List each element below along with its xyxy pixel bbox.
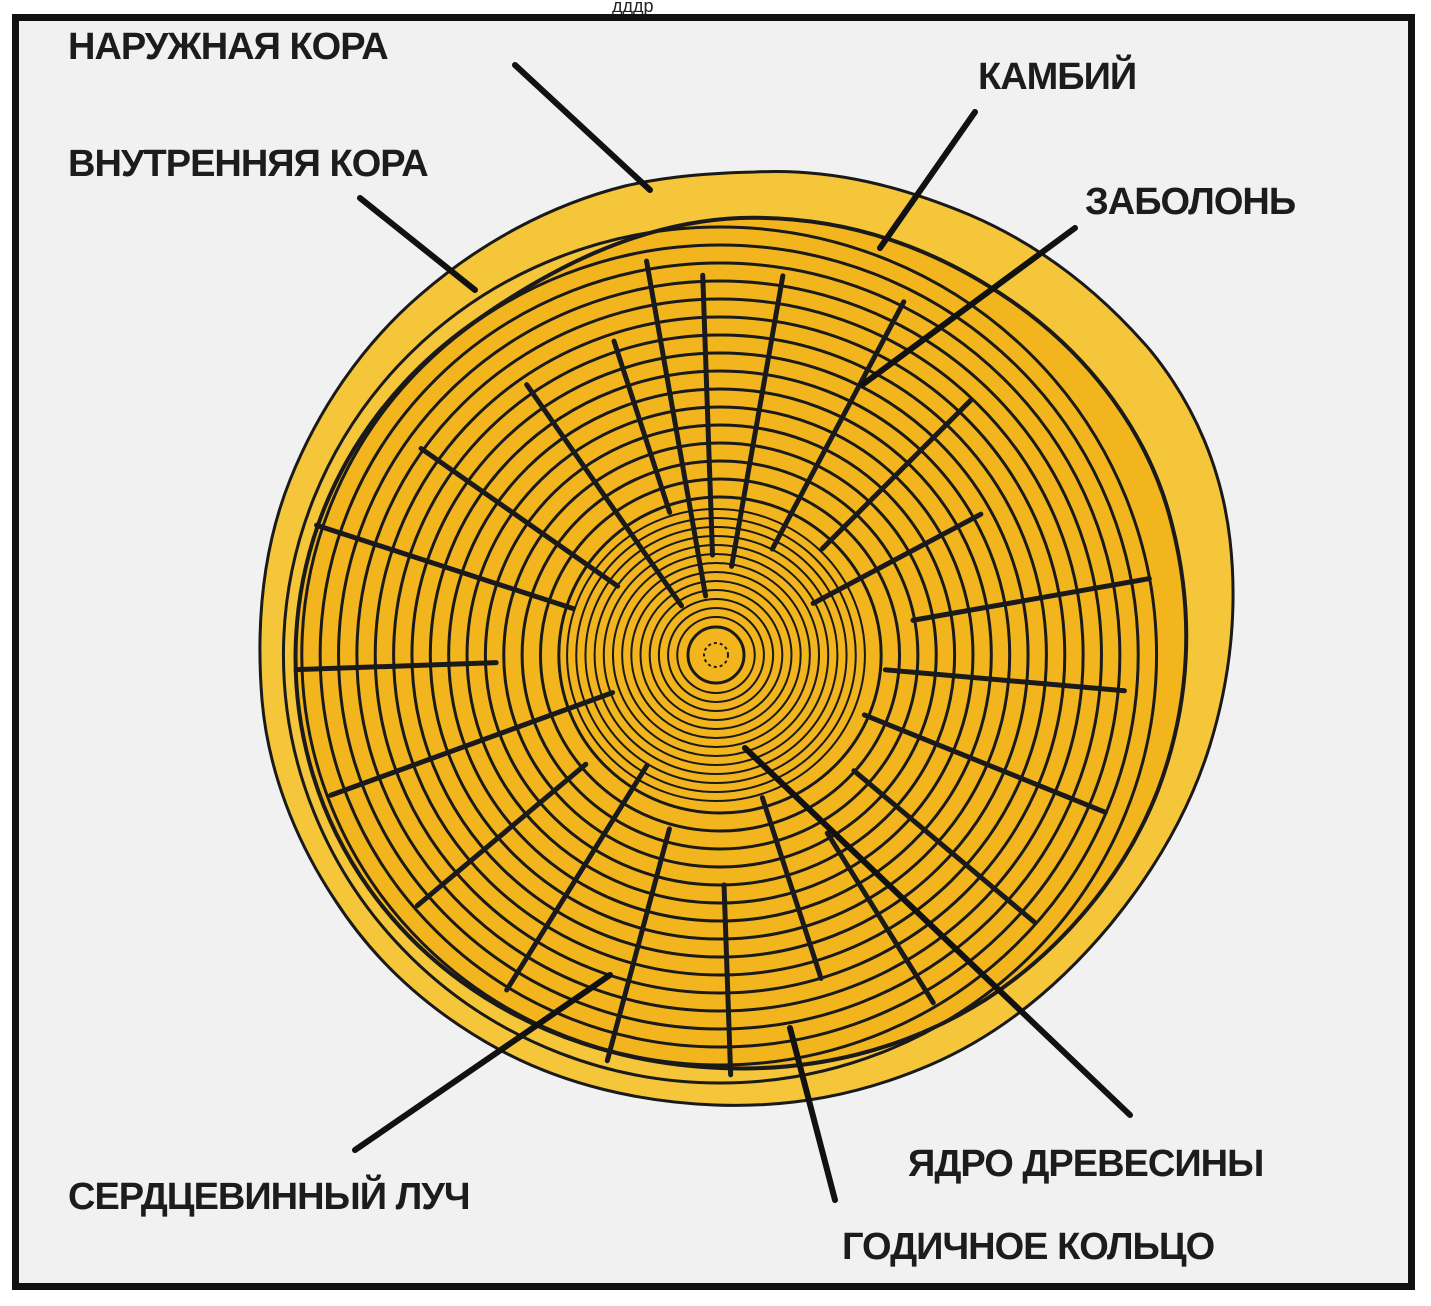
label-annual-ring: ГОДИЧНОЕ КОЛЬЦО bbox=[842, 1228, 1214, 1266]
pith bbox=[688, 627, 744, 683]
label-sapwood: ЗАБОЛОНЬ bbox=[1085, 183, 1295, 221]
leader-outer-bark bbox=[515, 65, 650, 190]
label-inner-bark: ВНУТРЕННЯЯ КОРА bbox=[68, 145, 428, 183]
label-medullary-ray: СЕРДЦЕВИННЫЙ ЛУЧ bbox=[68, 1178, 470, 1216]
label-heartwood: ЯДРО ДРЕВЕСИНЫ bbox=[908, 1145, 1263, 1183]
label-cambium: КАМБИЙ bbox=[978, 58, 1136, 96]
label-outer-bark: НАРУЖНАЯ КОРА bbox=[68, 28, 388, 66]
leader-inner-bark bbox=[360, 198, 475, 290]
